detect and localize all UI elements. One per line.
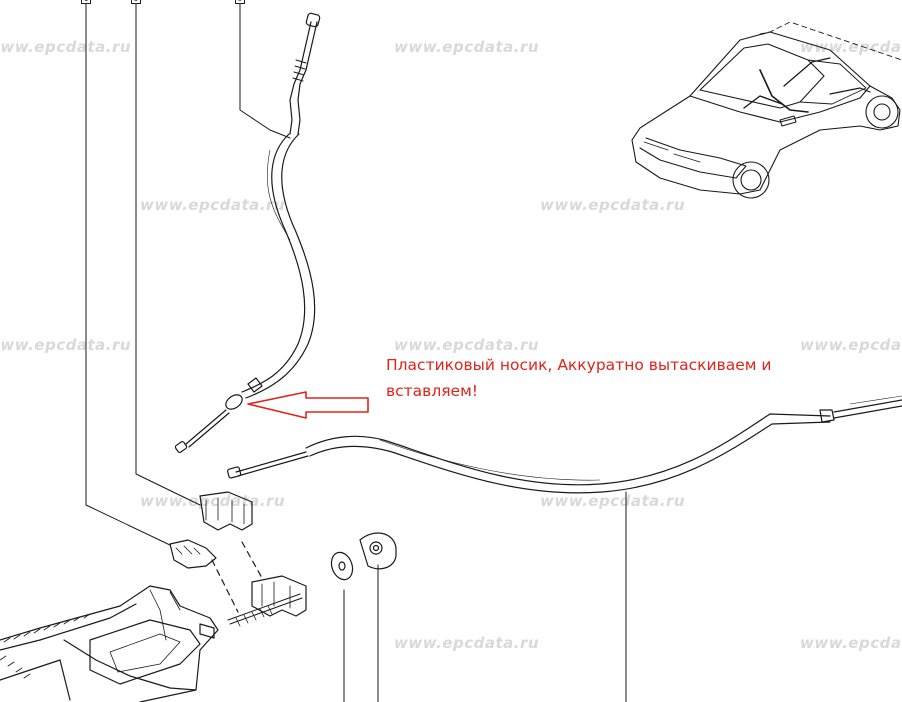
watermark: www.epcdata.ru <box>0 336 132 354</box>
callout-box: 5 <box>235 0 245 4</box>
lever-base <box>0 585 219 702</box>
annotation-line-2: вставляем! <box>386 382 478 400</box>
watermark: www.epcdata.ru <box>394 634 540 652</box>
watermark: www.epcdata.ru <box>800 634 902 652</box>
callout-box: 3 <box>131 0 141 4</box>
watermark: www.epcdata.ru <box>140 492 286 510</box>
watermark: www.epcdata.ru <box>800 336 902 354</box>
annotation-line-1: Пластиковый носик, Аккуратно вытаскиваем… <box>386 356 772 374</box>
annotation-arrow <box>247 391 369 419</box>
watermark: www.epcdata.ru <box>800 38 902 56</box>
callout-box: 1 <box>81 0 91 4</box>
annotation-text: Пластиковый носик, Аккуратно вытаскиваем… <box>386 352 826 404</box>
watermark: www.epcdata.ru <box>0 38 132 56</box>
main-cable <box>227 395 902 494</box>
watermark: www.epcdata.ru <box>540 196 686 214</box>
washer-bushing <box>330 532 397 581</box>
watermark: www.epcdata.ru <box>540 492 686 510</box>
upper-cable <box>174 12 321 453</box>
watermark: www.epcdata.ru <box>394 38 540 56</box>
clip-parts <box>169 491 307 627</box>
watermark: www.epcdata.ru <box>394 336 540 354</box>
watermark: www.epcdata.ru <box>140 196 286 214</box>
car-illustration <box>631 21 902 199</box>
callout-leaders <box>85 3 627 702</box>
plastic-nose <box>225 394 243 410</box>
